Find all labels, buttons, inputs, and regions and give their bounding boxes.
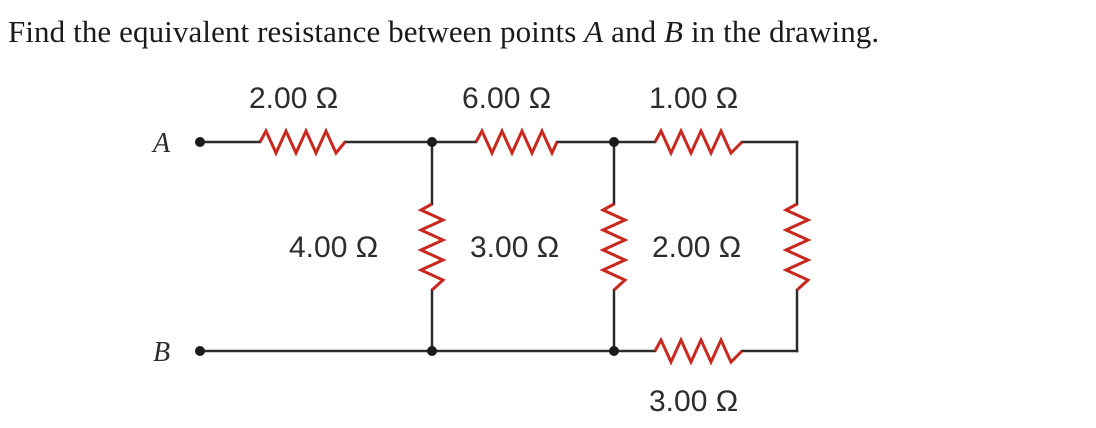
junction-top-left	[427, 137, 437, 147]
label-vertical-left: 4.00 Ω	[289, 231, 378, 264]
point-b-label: B	[664, 14, 684, 49]
resistor-vertical-right	[782, 202, 812, 292]
junction-bottom-left	[427, 346, 437, 356]
label-vertical-right: 2.00 Ω	[652, 231, 741, 264]
wires	[198, 140, 799, 353]
terminal-a-label: A	[151, 128, 171, 159]
label-top-middle: 6.00 Ω	[462, 82, 551, 115]
question-text-3: in the drawing.	[683, 14, 880, 49]
resistor-bottom-right	[653, 336, 744, 366]
junction-bottom-middle	[609, 346, 619, 356]
resistor-top-middle	[474, 127, 559, 157]
terminal-b-dot	[195, 346, 205, 356]
question-text-2: and	[603, 14, 665, 49]
resistor-vertical-left	[417, 202, 447, 292]
label-bottom-right: 3.00 Ω	[649, 385, 738, 418]
label-top-left: 2.00 Ω	[249, 82, 338, 115]
label-top-right: 1.00 Ω	[649, 82, 738, 115]
label-vertical-middle: 3.00 Ω	[470, 231, 559, 264]
point-a-label: A	[584, 14, 604, 49]
resistor-vertical-middle	[599, 202, 629, 292]
resistor-top-right	[653, 127, 744, 157]
question-text-1: Find the equivalent resistance between p…	[8, 14, 585, 49]
resistor-top-left	[258, 127, 347, 157]
junction-top-middle	[609, 137, 619, 147]
problem-statement: Find the equivalent resistance between p…	[8, 14, 879, 50]
terminal-b-label: B	[153, 337, 170, 368]
terminal-a-dot	[195, 137, 205, 147]
